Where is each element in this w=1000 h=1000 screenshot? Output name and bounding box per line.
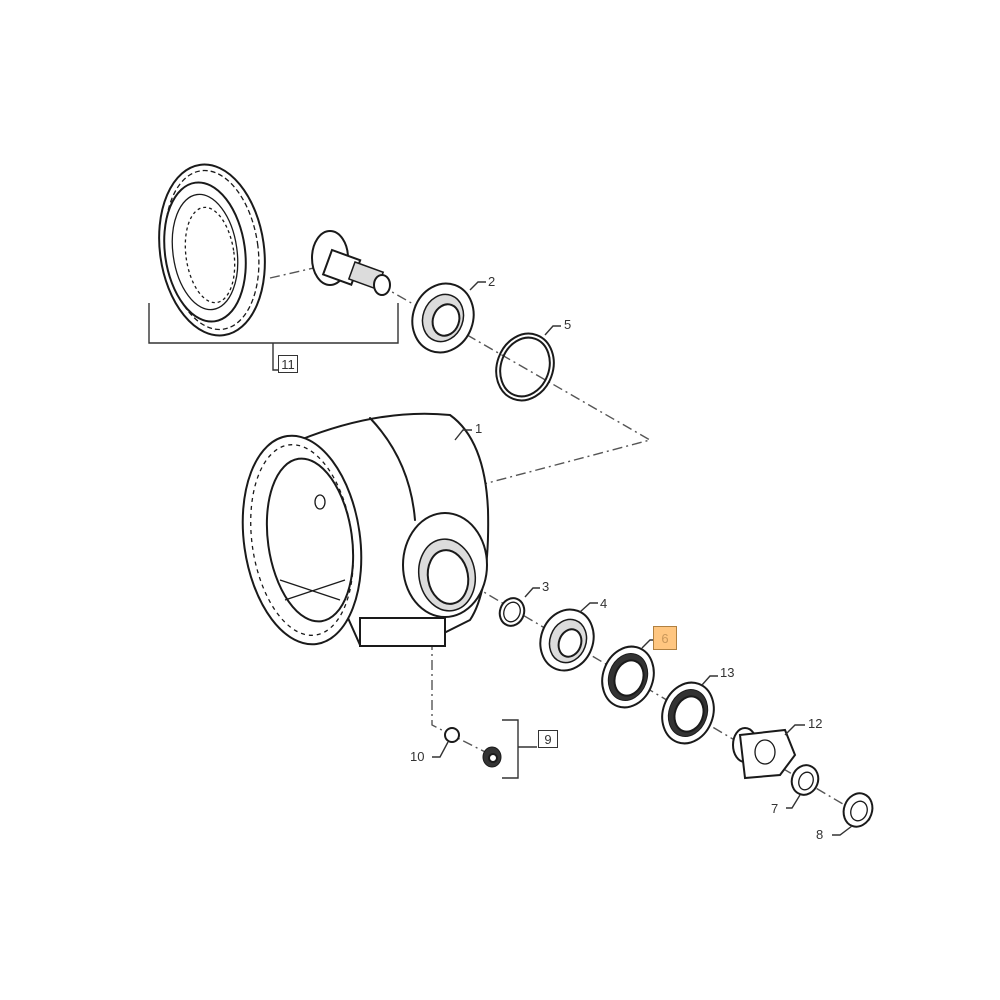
plug-9 bbox=[482, 746, 502, 768]
callout-9[interactable]: 9 bbox=[538, 730, 558, 748]
nut-8 bbox=[842, 792, 874, 828]
axle-housing bbox=[241, 412, 490, 647]
callout-1[interactable]: 1 bbox=[475, 421, 483, 436]
callout-7[interactable]: 7 bbox=[771, 801, 779, 816]
yoke-flange-12 bbox=[732, 727, 797, 780]
callout-5[interactable]: 5 bbox=[564, 317, 572, 332]
o-ring-5 bbox=[495, 332, 555, 402]
bracket-9 bbox=[502, 719, 519, 779]
callout-12[interactable]: 12 bbox=[808, 716, 823, 731]
bearing-4 bbox=[539, 608, 595, 672]
o-ring-10 bbox=[444, 727, 460, 743]
callout-13[interactable]: 13 bbox=[720, 665, 735, 680]
callout-8[interactable]: 8 bbox=[816, 827, 824, 842]
callout-11[interactable]: 11 bbox=[278, 355, 298, 373]
pinion-gear bbox=[311, 230, 391, 296]
ring-gear bbox=[158, 163, 266, 337]
seal-13 bbox=[661, 681, 715, 745]
callout-4[interactable]: 4 bbox=[600, 596, 608, 611]
callout-6-highlighted[interactable]: 6 bbox=[653, 626, 677, 650]
washer-7 bbox=[790, 764, 820, 796]
callout-10[interactable]: 10 bbox=[410, 749, 425, 764]
snap-ring-3 bbox=[498, 597, 526, 627]
seal-6 bbox=[601, 645, 655, 709]
callout-3[interactable]: 3 bbox=[542, 579, 550, 594]
callout-2[interactable]: 2 bbox=[488, 274, 496, 289]
bearing-2 bbox=[411, 282, 475, 354]
